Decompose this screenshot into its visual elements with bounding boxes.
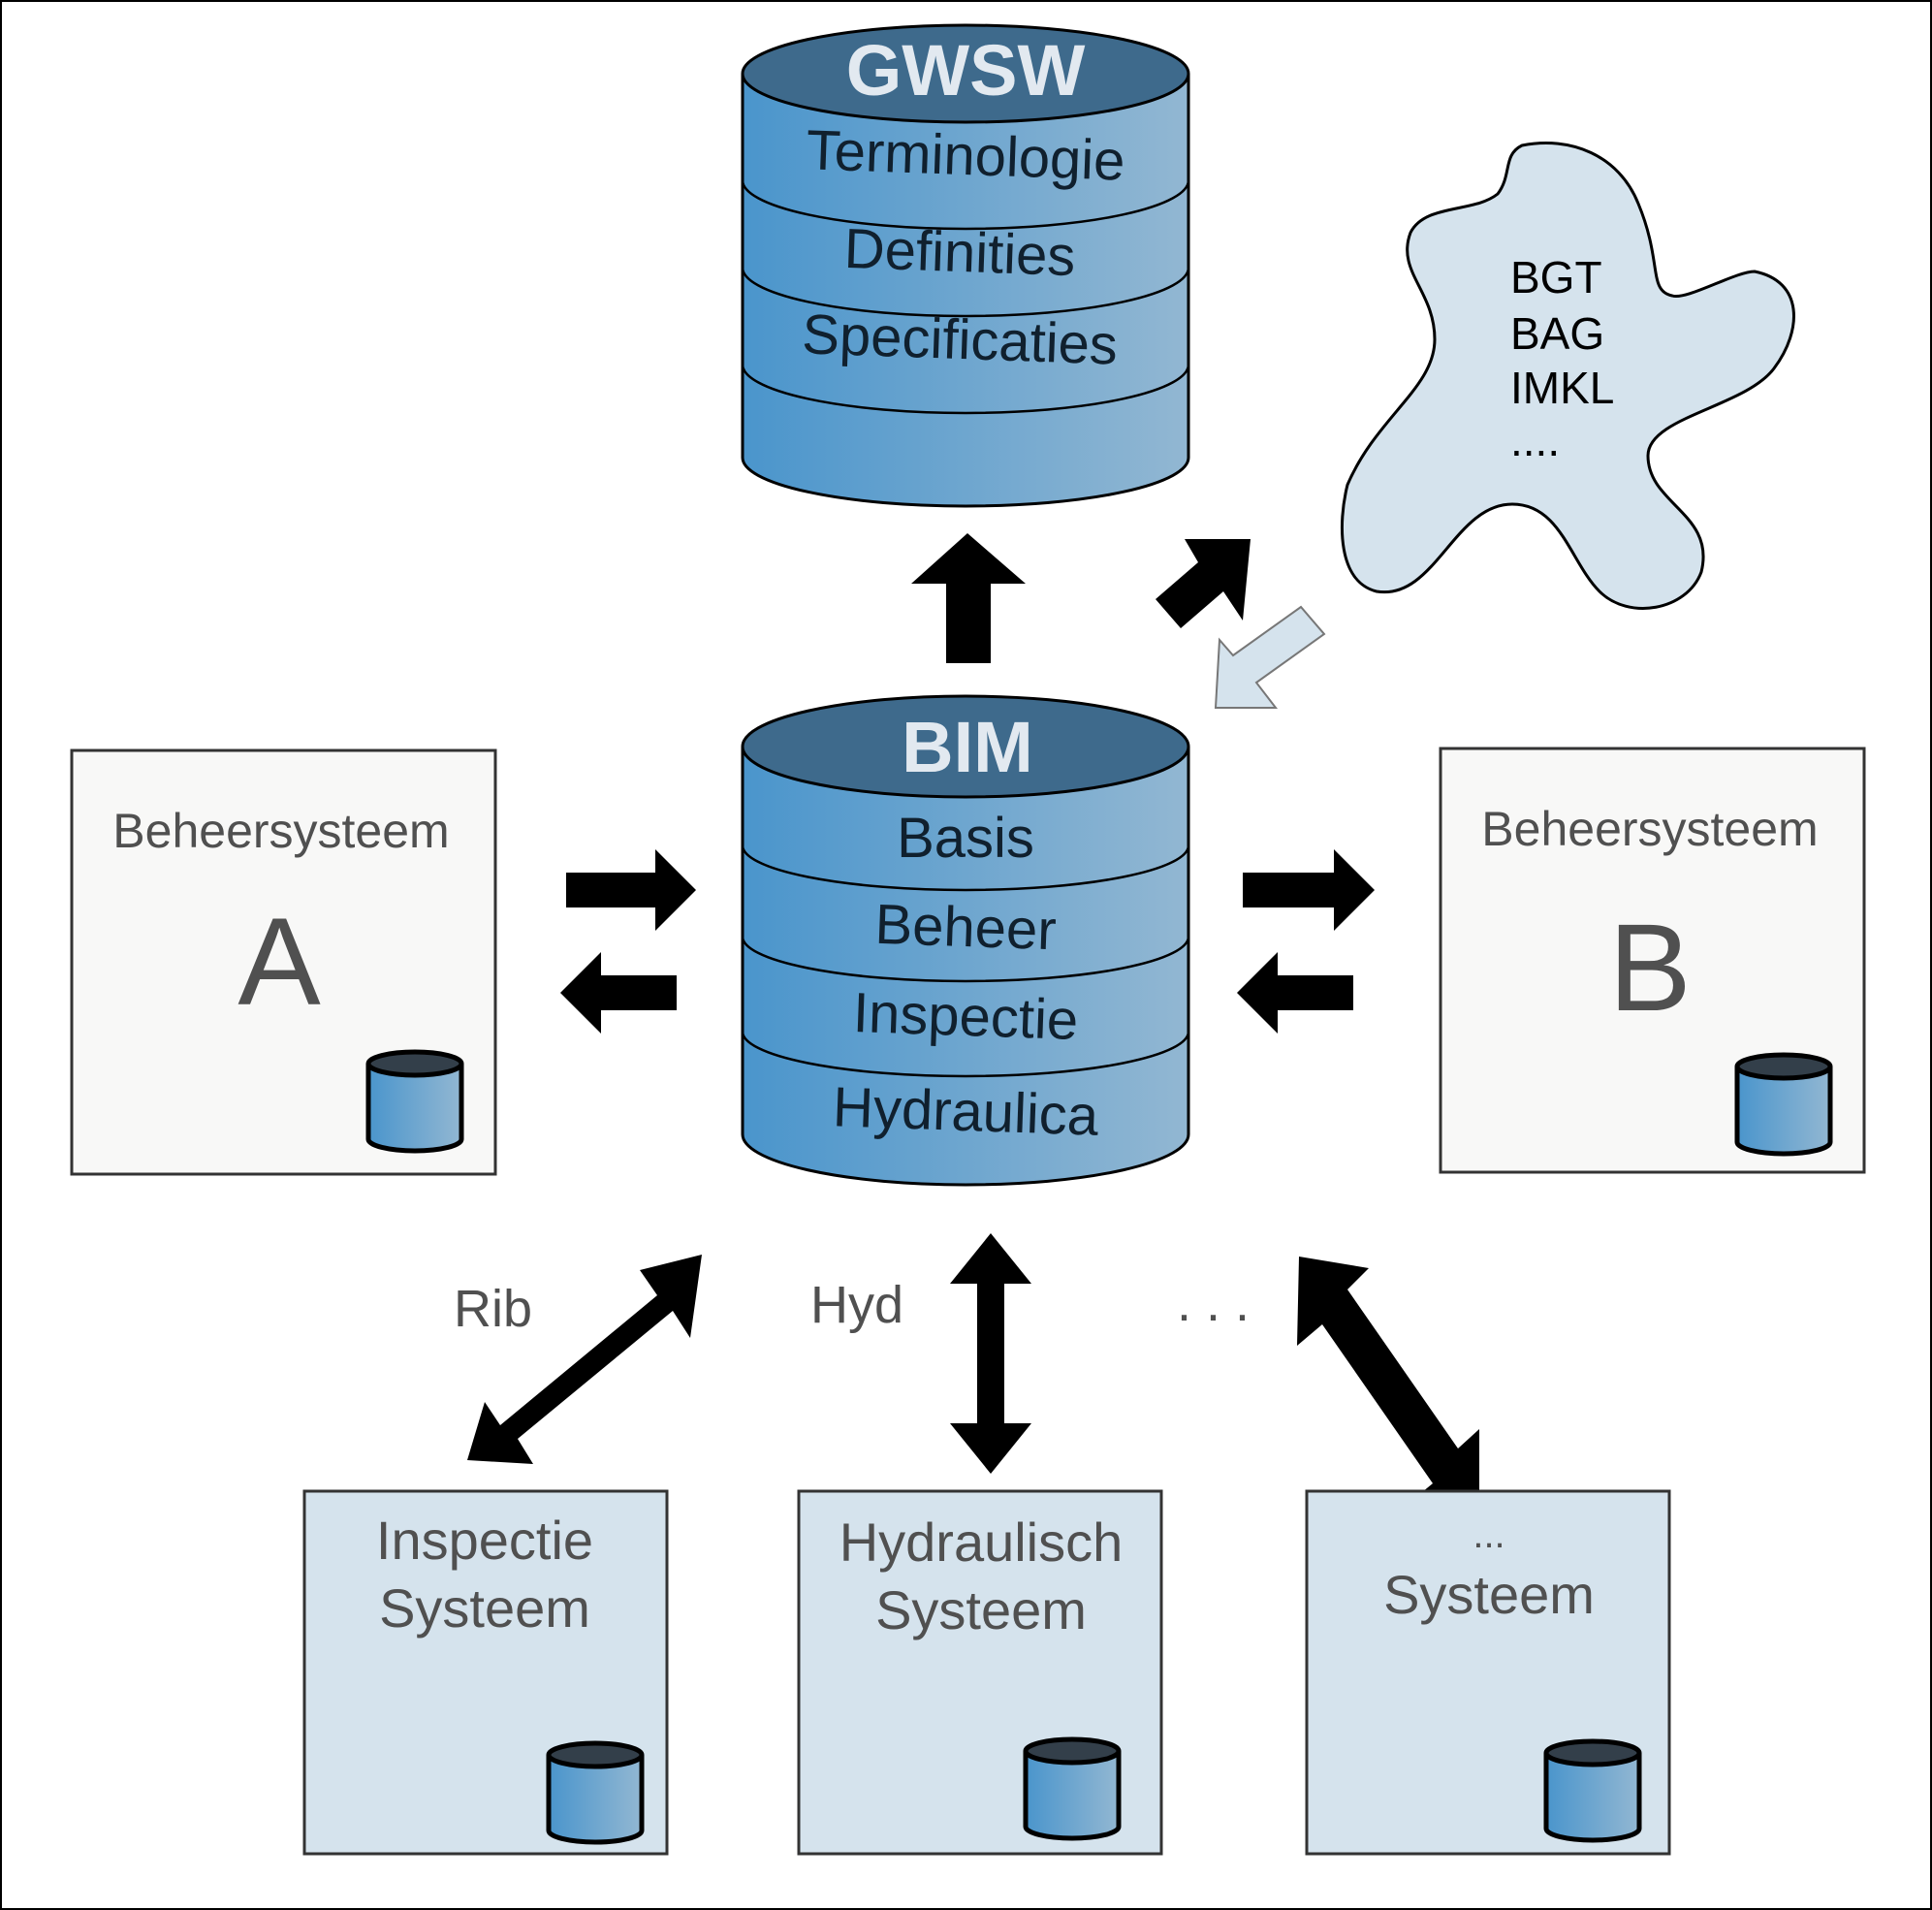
inspectie-systeem-line2: Systeem [379,1577,590,1639]
database-icon [1026,1739,1119,1838]
source-more: .... [1510,415,1560,465]
connection-label-rib: Rib [454,1280,532,1338]
arrow-from-external-sources [1214,605,1326,709]
arrow-bim-to-b [1243,849,1375,931]
bim-layer-hydraulica: Hydraulica [832,1075,1100,1148]
inspectie-systeem-box[interactable]: Inspectie Systeem [302,1489,669,1856]
source-bgt: BGT [1510,252,1602,302]
hydraulisch-systeem-box[interactable]: Hydraulisch Systeem [797,1489,1163,1856]
gwsw-database-cylinder[interactable]: GWSW Terminologie Definities Specificati… [741,23,1190,508]
source-imkl: IMKL [1510,363,1614,413]
connection-label-more: . . . [1177,1274,1250,1332]
hydraulisch-systeem-line2: Systeem [875,1579,1087,1640]
arrow-to-external-sources [1156,539,1251,628]
connection-label-hyd: Hyd [810,1276,903,1334]
source-bag: BAG [1510,308,1604,359]
gwsw-layer-definities: Definities [843,217,1077,288]
bim-layer-basis: Basis [897,807,1034,870]
database-icon [1546,1741,1639,1840]
database-icon [1737,1055,1830,1154]
beheersysteem-b-box[interactable]: Beheersysteem B [1439,747,1866,1174]
hydraulisch-systeem-line1: Hydraulisch [839,1512,1124,1573]
external-sources-cloud[interactable]: BGT BAG IMKL .... [1340,142,1795,610]
bim-layer-beheer: Beheer [874,893,1058,962]
beheersysteem-b-letter: B [1608,899,1691,1037]
gwsw-layer-specificaties: Specificaties [801,302,1119,376]
arrow-bim-to-a [560,952,677,1034]
beheersysteem-a-letter: A [238,893,321,1032]
arrow-bim-inspectie [467,1255,702,1464]
arrow-bim-hydraulisch [950,1233,1031,1474]
gwsw-layer-terminologie: Terminologie [806,118,1126,192]
gwsw-title: GWSW [846,30,1086,111]
other-systeem-line2: Systeem [1383,1564,1595,1625]
arrow-up-to-gwsw [911,533,1026,663]
bim-database-cylinder[interactable]: BIM Basis Beheer Inspectie Hydraulica [741,694,1190,1187]
arrow-a-to-bim [566,849,696,931]
arrow-b-to-bim [1237,952,1353,1034]
bim-layer-inspectie: Inspectie [852,981,1079,1052]
database-icon [549,1743,642,1842]
arrow-bim-other [1297,1257,1479,1514]
beheersysteem-a-box[interactable]: Beheersysteem A [70,748,497,1176]
database-icon [368,1052,461,1151]
beheersysteem-a-label: Beheersysteem [112,804,449,858]
bim-title: BIM [902,707,1033,787]
other-systeem-box[interactable]: ... Systeem [1305,1489,1671,1856]
inspectie-systeem-line1: Inspectie [376,1510,593,1571]
beheersysteem-b-label: Beheersysteem [1481,802,1818,856]
other-systeem-line1: ... [1473,1513,1504,1556]
